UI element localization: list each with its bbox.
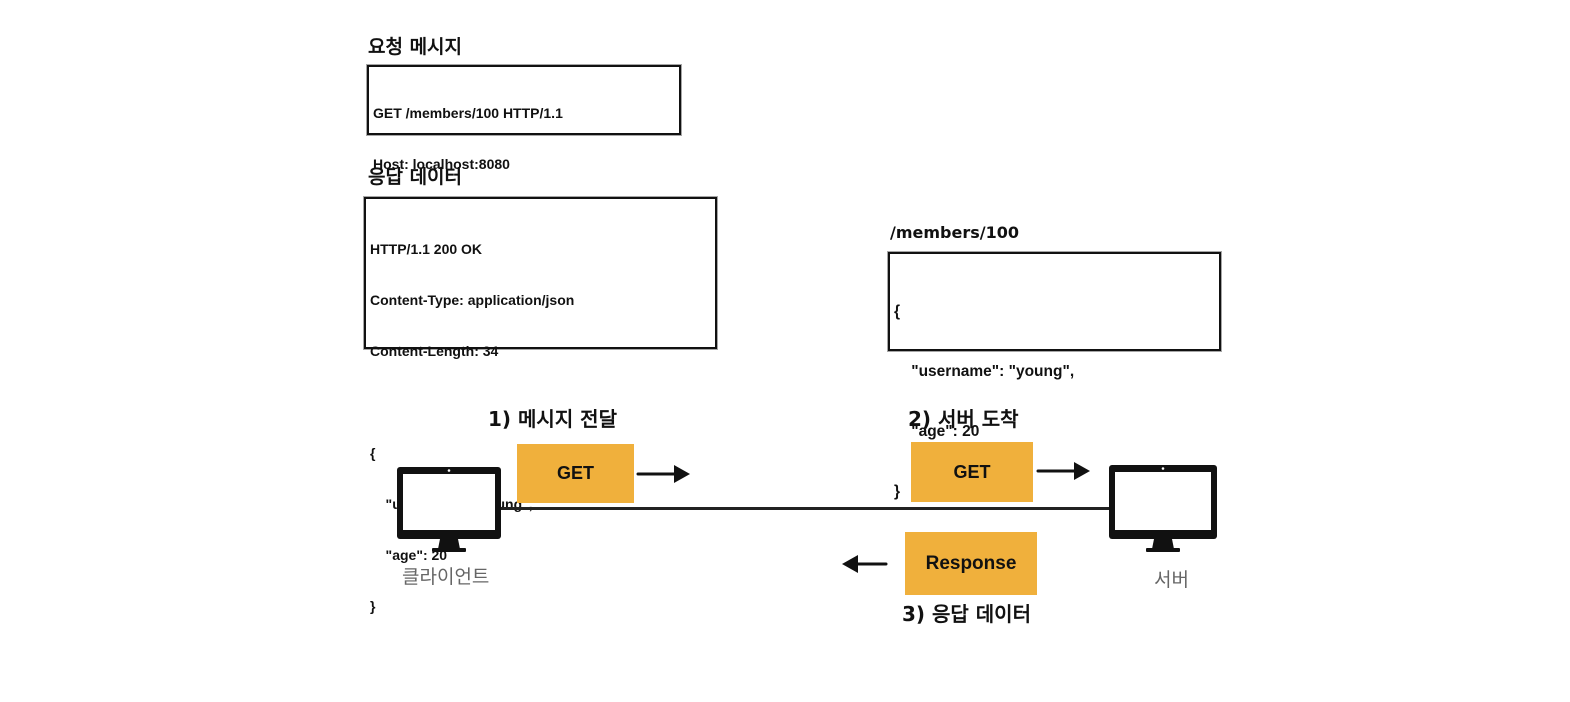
response-packet: Response (905, 532, 1037, 595)
arrow-left-icon (842, 555, 888, 573)
arrow-right-icon (636, 465, 690, 483)
response-body-line: } (370, 598, 376, 614)
arrow-right-icon (1036, 462, 1090, 480)
get-packet-server: GET (911, 442, 1033, 502)
response-header-content-type: Content-Type: application/json (370, 292, 575, 308)
response-body-line: { (370, 445, 376, 461)
resource-body-line: } (894, 483, 901, 500)
client-monitor-icon (397, 467, 501, 552)
request-line: GET /members/100 HTTP/1.1 (373, 105, 563, 121)
client-label: 클라이언트 (402, 566, 490, 588)
network-line (500, 507, 1110, 510)
request-header-host: Host: localhost:8080 (373, 156, 510, 172)
step1-label: 1) 메시지 전달 (488, 407, 617, 431)
get-packet-client: GET (517, 444, 634, 503)
resource-body-line: "username": "young", (894, 363, 1075, 380)
response-message-heading: 응답 데이터 (368, 166, 463, 188)
response-message-box: HTTP/1.1 200 OK Content-Type: applicatio… (364, 197, 717, 614)
resource-data-box: { "username": "young", "age": 20 } (888, 252, 1221, 500)
step3-label: 3) 응답 데이터 (902, 602, 1031, 626)
resource-body-line: "age": 20 (894, 423, 980, 440)
request-message-heading: 요청 메시지 (368, 36, 463, 58)
step2-label: 2) 서버 도착 (908, 407, 1019, 431)
server-label: 서버 (1154, 569, 1189, 591)
response-header-content-length: Content-Length: 34 (370, 343, 499, 359)
response-status-line: HTTP/1.1 200 OK (370, 241, 483, 257)
resource-path-heading: /members/100 (890, 223, 1019, 242)
request-message-box: GET /members/100 HTTP/1.1 Host: localhos… (367, 65, 681, 172)
server-monitor-icon (1109, 465, 1217, 552)
resource-body-line: { (894, 303, 901, 320)
